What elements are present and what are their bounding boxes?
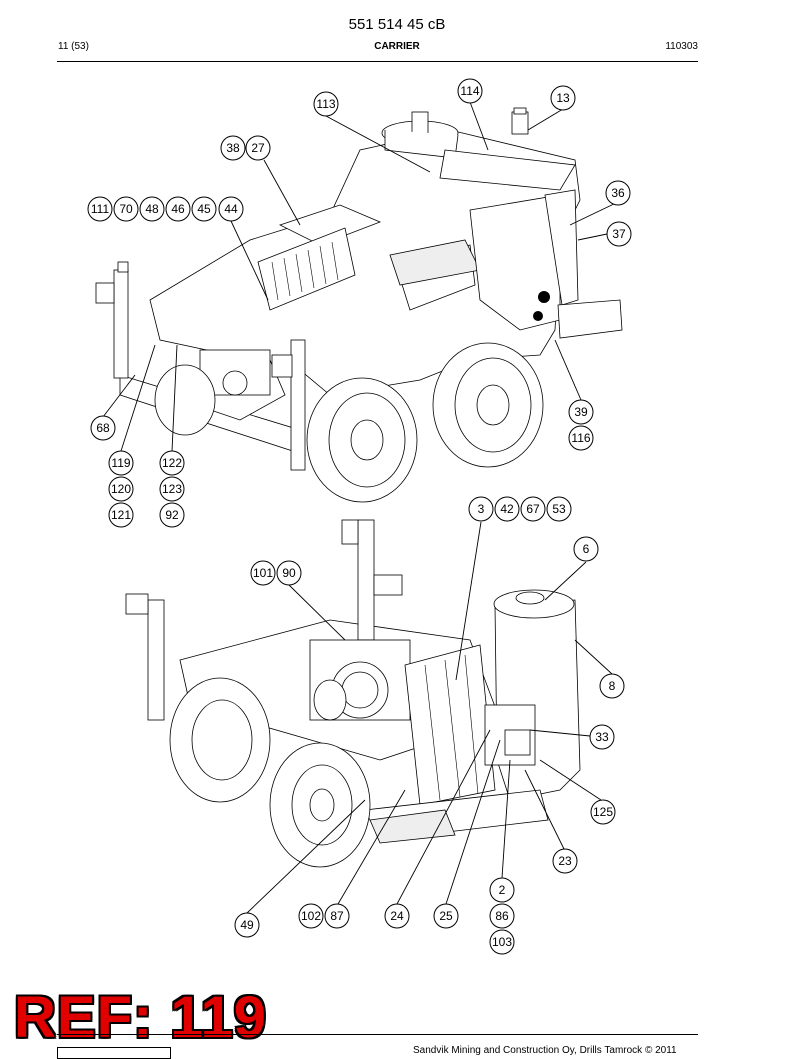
callout-103: 103 bbox=[489, 929, 515, 955]
svg-text:67: 67 bbox=[526, 502, 540, 516]
callout-3: 3 bbox=[468, 496, 494, 522]
callout-92: 92 bbox=[159, 502, 185, 528]
callout-70: 70 bbox=[113, 196, 139, 222]
svg-text:116: 116 bbox=[571, 431, 590, 445]
callout-53: 53 bbox=[546, 496, 572, 522]
svg-text:46: 46 bbox=[171, 202, 185, 216]
callout-101: 101 bbox=[250, 560, 276, 586]
svg-text:23: 23 bbox=[558, 854, 572, 868]
svg-text:42: 42 bbox=[500, 502, 514, 516]
svg-text:122: 122 bbox=[162, 456, 182, 470]
svg-text:8: 8 bbox=[609, 679, 616, 693]
callout-68: 68 bbox=[90, 415, 116, 441]
svg-text:25: 25 bbox=[439, 909, 453, 923]
leader-lines bbox=[102, 101, 619, 914]
callout-102: 102 bbox=[298, 903, 324, 929]
callout-90: 90 bbox=[276, 560, 302, 586]
callout-2: 2 bbox=[489, 877, 515, 903]
document-number: 551 514 45 cB bbox=[348, 16, 446, 33]
callout-42: 42 bbox=[494, 496, 520, 522]
callout-111: 111 bbox=[87, 196, 113, 222]
callout-119: 119 bbox=[108, 450, 134, 476]
svg-text:68: 68 bbox=[96, 421, 110, 435]
svg-text:70: 70 bbox=[119, 202, 133, 216]
callout-13: 13 bbox=[550, 85, 576, 111]
callout-113: 113 bbox=[313, 91, 339, 117]
svg-text:113: 113 bbox=[316, 97, 335, 111]
footer-logo bbox=[57, 1047, 171, 1059]
svg-text:45: 45 bbox=[197, 202, 211, 216]
callout-33: 33 bbox=[589, 724, 615, 750]
callout-6: 6 bbox=[573, 536, 599, 562]
callout-87: 87 bbox=[324, 903, 350, 929]
svg-text:6: 6 bbox=[583, 542, 590, 556]
svg-text:119: 119 bbox=[111, 456, 130, 470]
callout-122: 122 bbox=[159, 450, 185, 476]
callout-45: 45 bbox=[191, 196, 217, 222]
svg-text:13: 13 bbox=[556, 91, 570, 105]
callout-120: 120 bbox=[108, 476, 134, 502]
date-code: 110303 bbox=[665, 41, 698, 52]
callout-bubbles: 114 13 113 38 27 36 111 70 48 46 45 44 3… bbox=[87, 78, 632, 955]
header-rule bbox=[57, 61, 698, 62]
reference-watermark: REF: 119 bbox=[14, 985, 267, 1050]
callout-123: 123 bbox=[159, 476, 185, 502]
svg-text:33: 33 bbox=[595, 730, 609, 744]
callout-27: 27 bbox=[245, 135, 271, 161]
svg-text:92: 92 bbox=[165, 508, 179, 522]
carrier-front-view bbox=[95, 107, 623, 503]
page-number: 11 (53) bbox=[58, 41, 89, 52]
svg-text:120: 120 bbox=[111, 482, 131, 496]
callout-25: 25 bbox=[433, 903, 459, 929]
footer-copyright: Sandvik Mining and Construction Oy, Dril… bbox=[413, 1045, 677, 1056]
callout-121: 121 bbox=[108, 502, 134, 528]
callout-116: 116 bbox=[568, 425, 594, 451]
svg-text:123: 123 bbox=[162, 482, 182, 496]
callout-46: 46 bbox=[165, 196, 191, 222]
svg-text:125: 125 bbox=[593, 805, 613, 819]
carrier-rear-view bbox=[125, 519, 581, 868]
callout-44: 44 bbox=[218, 196, 244, 222]
svg-text:36: 36 bbox=[611, 186, 625, 200]
callout-38: 38 bbox=[220, 135, 246, 161]
svg-text:114: 114 bbox=[460, 84, 479, 98]
svg-text:37: 37 bbox=[612, 227, 626, 241]
callout-23: 23 bbox=[552, 848, 578, 874]
callout-86: 86 bbox=[489, 903, 515, 929]
svg-text:2: 2 bbox=[499, 883, 506, 897]
callout-67: 67 bbox=[520, 496, 546, 522]
callout-36: 36 bbox=[605, 180, 631, 206]
svg-text:90: 90 bbox=[282, 566, 296, 580]
svg-text:27: 27 bbox=[251, 141, 265, 155]
callout-48: 48 bbox=[139, 196, 165, 222]
svg-text:24: 24 bbox=[390, 909, 404, 923]
section-title: CARRIER bbox=[374, 41, 420, 52]
svg-text:48: 48 bbox=[145, 202, 159, 216]
svg-text:3: 3 bbox=[478, 502, 485, 516]
callout-114: 114 bbox=[457, 78, 483, 104]
svg-text:101: 101 bbox=[253, 566, 273, 580]
callout-39: 39 bbox=[568, 399, 594, 425]
callout-24: 24 bbox=[384, 903, 410, 929]
svg-text:121: 121 bbox=[111, 508, 131, 522]
svg-text:53: 53 bbox=[552, 502, 566, 516]
callout-37: 37 bbox=[606, 221, 632, 247]
svg-text:102: 102 bbox=[301, 909, 321, 923]
svg-text:38: 38 bbox=[226, 141, 240, 155]
callout-8: 8 bbox=[599, 673, 625, 699]
callout-125: 125 bbox=[590, 799, 616, 825]
svg-text:87: 87 bbox=[330, 909, 344, 923]
svg-text:44: 44 bbox=[224, 202, 238, 216]
svg-text:86: 86 bbox=[495, 909, 509, 923]
footer-rule bbox=[57, 1034, 698, 1035]
svg-text:103: 103 bbox=[492, 935, 512, 949]
svg-text:39: 39 bbox=[574, 405, 588, 419]
svg-text:111: 111 bbox=[91, 202, 110, 216]
callout-49: 49 bbox=[234, 912, 260, 938]
svg-text:49: 49 bbox=[240, 918, 254, 932]
